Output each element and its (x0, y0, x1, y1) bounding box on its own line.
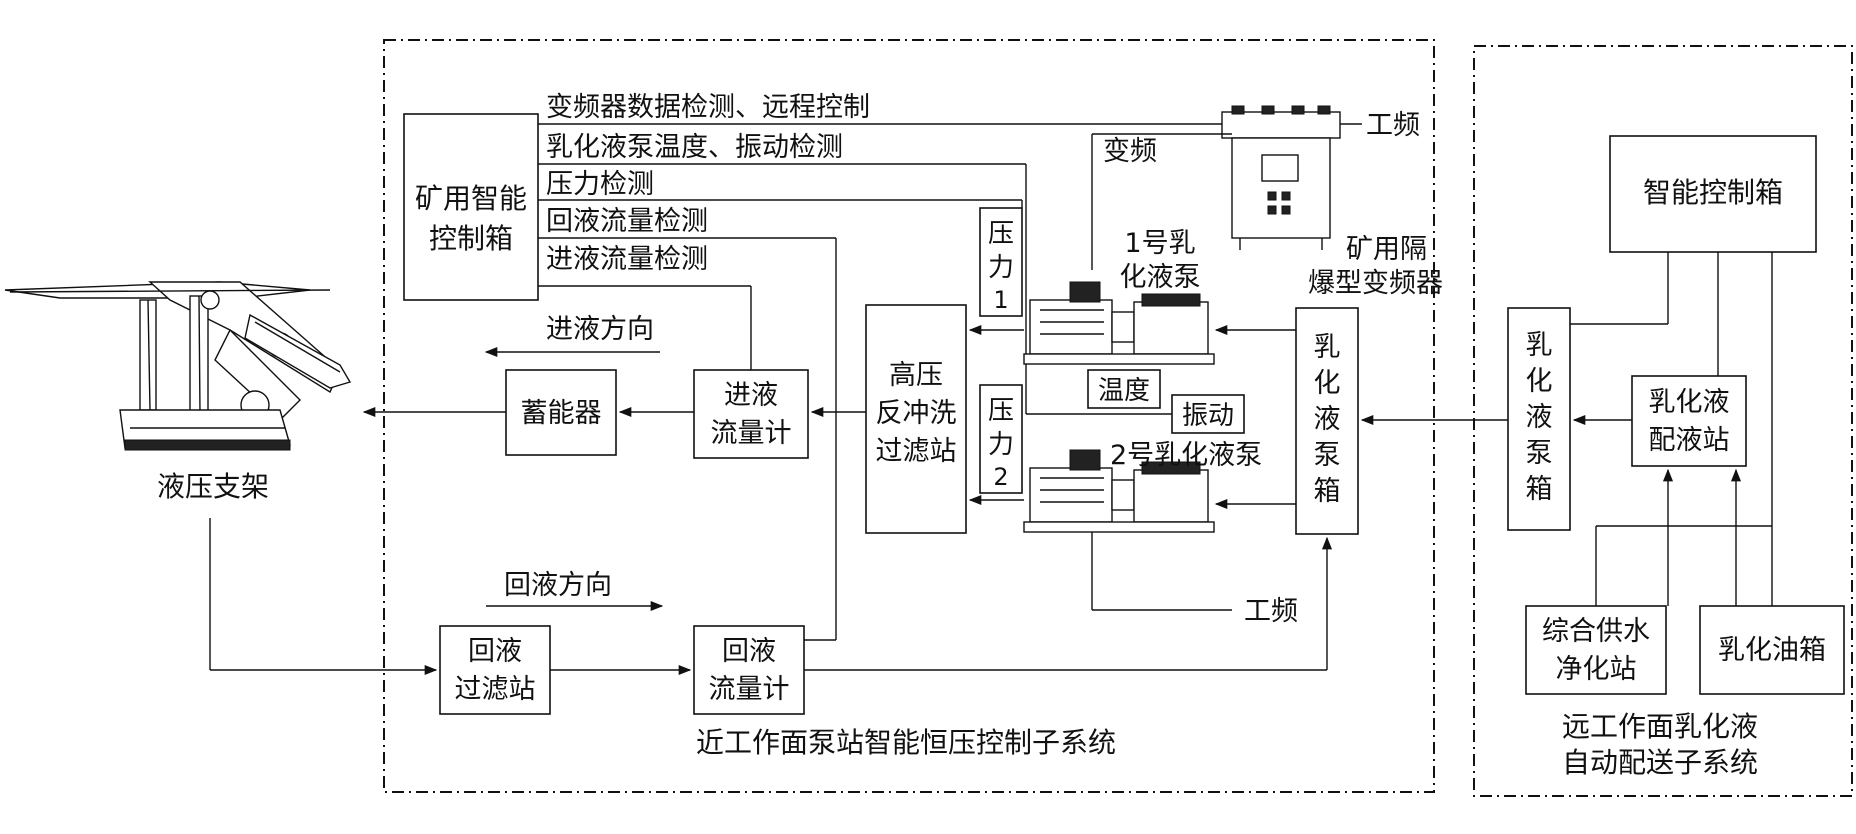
hp-filter-line1: 高压 (889, 360, 943, 391)
pump1-drawing (1023, 281, 1215, 365)
support-label: 液压支架 (157, 470, 269, 503)
return-direction-label: 回液方向 (504, 570, 612, 601)
near-system-caption: 近工作面泵站智能恒压控制子系统 (696, 726, 1116, 759)
far-pump-tank-box (1507, 307, 1571, 531)
pressure1-line2: 力 (988, 253, 1014, 283)
pressure2-box (979, 384, 1023, 494)
inverter-line2: 爆型变频器 (1308, 268, 1443, 299)
return-filter-line2: 过滤站 (455, 674, 536, 705)
far-pump-tank-c4: 泵 (1526, 438, 1553, 469)
pump2-label: 2号乳化液泵 (1110, 440, 1262, 471)
mixing-station-box (1631, 375, 1747, 467)
inlet-flowmeter-line1: 进液 (724, 380, 778, 411)
pressure2-line1: 压 (988, 396, 1014, 426)
near-pump-tank-c4: 泵 (1314, 440, 1341, 471)
signal-return-flow-label: 回液流量检测 (546, 206, 708, 237)
pressure2-line3: 2 (993, 463, 1008, 491)
signal-inlet-flow-label: 进液流量检测 (546, 244, 708, 275)
far-smart-control-box (1609, 135, 1817, 253)
near-pump-tank-c2: 化 (1314, 368, 1341, 399)
near-system-frame (383, 39, 1435, 793)
pump1-line1: 1号乳 (1124, 228, 1195, 259)
temperature-box (1087, 369, 1161, 409)
far-system-caption-line1: 远工作面乳化液 (1562, 710, 1758, 743)
water-station-line1: 综合供水 (1542, 616, 1650, 647)
inlet-direction-label: 进液方向 (546, 314, 654, 345)
far-pump-tank-c3: 液 (1526, 402, 1553, 433)
pressure1-line3: 1 (993, 286, 1008, 314)
temperature-label: 温度 (1098, 376, 1150, 406)
vf-label: 变频 (1103, 136, 1157, 167)
far-pump-tank-c5: 箱 (1526, 474, 1553, 505)
far-system-caption-line2: 自动配送子系统 (1562, 746, 1758, 779)
power-freq-top-label: 工频 (1366, 110, 1420, 141)
vibration-box (1171, 394, 1245, 434)
accumulator-label: 蓄能器 (521, 398, 602, 429)
water-station-line2: 净化站 (1556, 654, 1637, 685)
smart-control-box-line1: 矿用智能 (415, 182, 527, 215)
return-filter-line1: 回液 (468, 636, 522, 667)
hp-filter-line3: 过滤站 (876, 436, 957, 467)
far-system-lines (1360, 252, 1773, 606)
pump1-line2: 化液泵 (1120, 262, 1201, 293)
near-pump-tank-c3: 液 (1314, 404, 1341, 435)
pressure2-line2: 力 (988, 430, 1014, 460)
far-pump-tank-c1: 乳 (1526, 330, 1553, 361)
near-pump-tank-box (1295, 307, 1359, 535)
hp-filter-station-box (865, 304, 967, 534)
vibration-label: 振动 (1182, 401, 1234, 431)
inverter-line1: 矿用隔 (1346, 234, 1427, 265)
signal-pump-temp-vib-label: 乳化液泵温度、振动检测 (546, 132, 843, 163)
signal-pressure-label: 压力检测 (546, 169, 654, 200)
inverter-drawing (1221, 105, 1341, 250)
pressure1-box (979, 207, 1023, 317)
far-smart-control-label: 智能控制箱 (1643, 176, 1783, 209)
signal-lines (538, 123, 1222, 641)
oil-tank-box (1699, 605, 1845, 695)
mixing-station-line2: 配液站 (1649, 425, 1730, 456)
near-pump-tank-c5: 箱 (1314, 476, 1341, 507)
oil-tank-label: 乳化油箱 (1718, 635, 1826, 666)
water-station-box (1525, 605, 1667, 695)
pressure1-line1: 压 (988, 219, 1014, 249)
mixing-station-line1: 乳化液 (1649, 387, 1730, 418)
smart-control-box-line2: 控制箱 (429, 222, 513, 255)
near-pump-tank-c1: 乳 (1314, 332, 1341, 363)
smart-control-box (403, 113, 539, 301)
flow-lines (209, 324, 1333, 676)
inlet-flowmeter-line2: 流量计 (711, 418, 792, 449)
signal-vfd-label: 变频器数据检测、远程控制 (546, 92, 870, 123)
inlet-flowmeter-box (693, 369, 809, 459)
return-filter-station-box (439, 625, 551, 715)
far-pump-tank-c2: 化 (1526, 366, 1553, 397)
pump2-drawing (1023, 449, 1215, 533)
hp-filter-line2: 反冲洗 (876, 398, 957, 429)
return-flowmeter-line2: 流量计 (709, 674, 790, 705)
hydraulic-support-drawing (4, 281, 352, 451)
power-freq-bottom-label: 工频 (1244, 596, 1298, 627)
return-flowmeter-line1: 回液 (722, 636, 776, 667)
far-system-frame (1473, 45, 1853, 797)
